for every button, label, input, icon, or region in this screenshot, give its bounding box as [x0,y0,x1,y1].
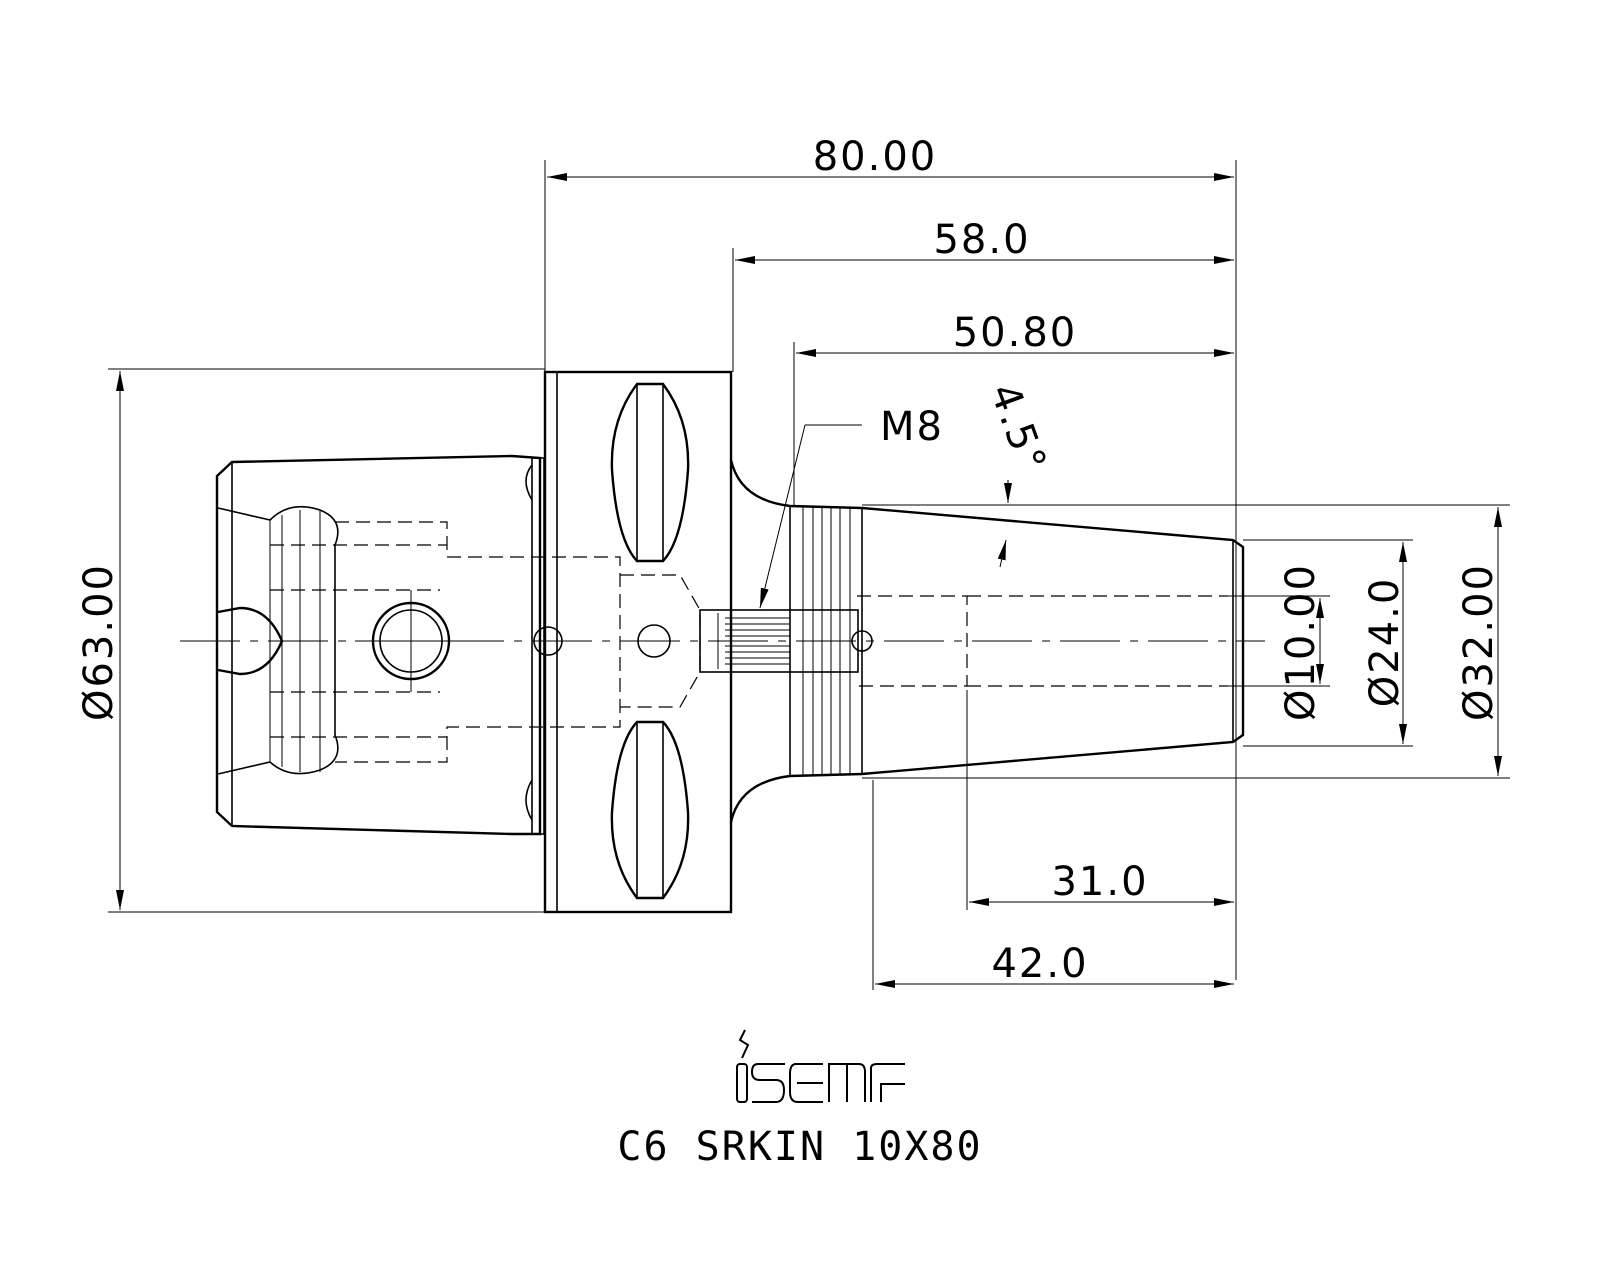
body-length-label: 42.0 [991,941,1088,987]
dim-overall-length: 80.00 [544,134,1237,980]
part-code: C6 SRKIN 10X80 [617,1124,982,1170]
overall-length-label: 80.00 [813,134,938,180]
dim-bore-depth: 31.0 [966,690,1234,910]
dim-thread-length: 50.80 [793,310,1234,506]
iscar-logo [736,1029,905,1103]
dim-body-length: 42.0 [872,780,1234,990]
thread-length-label: 50.80 [953,310,1078,356]
flange [543,370,733,914]
leader-m8: M8 [759,404,944,609]
taper-shank [699,459,1245,823]
clamping-unit [215,454,621,836]
dim-taper-angle: 4.5° [981,378,1056,568]
nose-diameter-label: Ø24.0 [1362,577,1408,708]
dim-taper-length: 58.0 [732,217,1234,372]
dim-bore-diameter: Ø10.00 [1228,563,1330,721]
body-diameter-label: Ø32.00 [1456,563,1502,721]
bore-depth-label: 31.0 [1051,859,1148,905]
thread-label: M8 [880,404,944,450]
flange-diameter-label: Ø63.00 [76,563,122,721]
taper-angle-label: 4.5° [981,378,1056,480]
taper-length-label: 58.0 [933,217,1030,263]
dim-body-diameter: Ø32.00 [862,504,1510,779]
bore-diameter-label: Ø10.00 [1278,563,1324,721]
dim-flange-diameter: Ø63.00 [76,368,545,913]
dim-nose-diameter: Ø24.0 [1243,539,1413,747]
